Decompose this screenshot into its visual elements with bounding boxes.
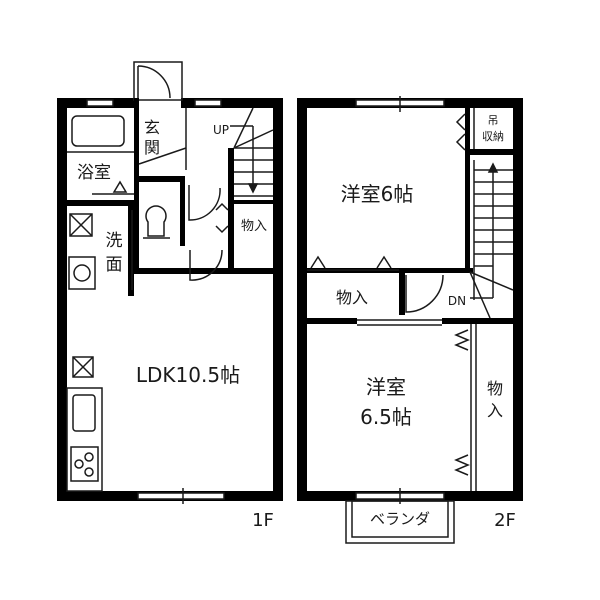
storage-label-1f: 物入: [241, 219, 267, 234]
hanging-storage-label-1: 吊: [488, 114, 499, 127]
stairs-up-label: UP: [213, 123, 229, 137]
ldk-label: LDK10.5帖: [136, 363, 240, 387]
closet-label-2: 入: [487, 401, 503, 420]
bath-label: 浴室: [77, 163, 111, 183]
entrance-label-1: 玄: [144, 118, 160, 137]
balcony-label: ベランダ: [370, 510, 430, 528]
storage-label-2f: 物入: [336, 288, 368, 307]
wash-label-1: 洗: [106, 231, 123, 251]
hanging-storage-label-2: 収納: [482, 130, 504, 143]
floor-1: [57, 61, 283, 504]
floor-2-label: 2F: [494, 510, 516, 531]
wash-label-2: 面: [106, 255, 123, 275]
western-room-6-5-label-2: 6.5帖: [360, 405, 412, 429]
floor-1-label: 1F: [252, 510, 274, 531]
western-room-6-5-label-1: 洋室: [366, 375, 406, 399]
western-room-6-label: 洋室6帖: [341, 182, 414, 206]
floor-2: [297, 96, 523, 544]
closet-label-1: 物: [487, 379, 503, 398]
stairs-down-label: DN: [448, 294, 466, 308]
entrance-label-2: 関: [144, 138, 160, 157]
